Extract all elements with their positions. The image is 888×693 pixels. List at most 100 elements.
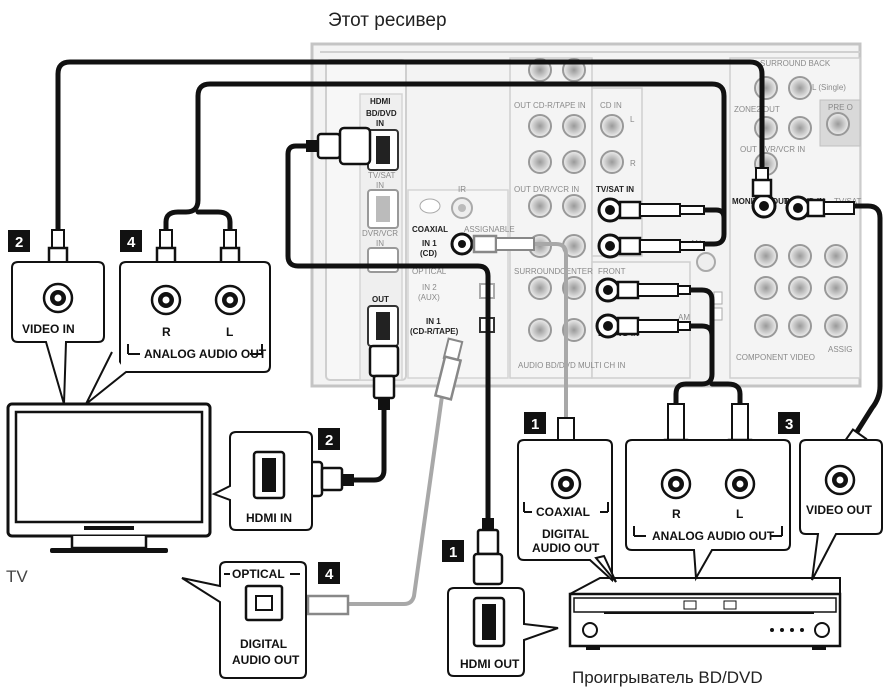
label-out-cd-r-tape: OUT CD-R/TAPE IN: [514, 101, 586, 110]
label-hdmi-out: HDMI OUT: [460, 657, 520, 671]
label-surround-back: SURROUND BACK: [760, 59, 831, 68]
label-player-l: L: [736, 507, 743, 521]
rca-jack: [595, 277, 621, 303]
hdmi-plug: [472, 518, 504, 586]
rca-jack: [724, 468, 756, 500]
rca-jack: [824, 464, 856, 496]
rca-plug: [616, 280, 691, 300]
badge-b3-video: 3: [778, 412, 800, 434]
hdmi-plug: [368, 344, 400, 410]
label-dvr-vcr: DVR/VCR: [362, 229, 398, 238]
tv-caption: TV: [6, 567, 28, 586]
badge-b1-coaxial-number: 1: [531, 416, 539, 433]
badge-b4-analog: 4: [120, 230, 142, 252]
callout-player-video-out: VIDEO OUT: [799, 439, 883, 581]
callout-tv-video-in: VIDEO IN: [11, 261, 105, 405]
label-surround: SURROUND: [514, 267, 560, 276]
label-l-cd: L: [630, 115, 635, 124]
rca-plug: [618, 236, 705, 256]
rca-plug: [472, 234, 535, 254]
hdmi-port: [252, 450, 286, 500]
hdmi-port: [472, 596, 506, 648]
label-tv-analog-audio-out: ANALOG AUDIO OUT: [144, 347, 267, 361]
label-hdmi: HDMI: [370, 97, 390, 106]
label-in1-opt: IN 1: [426, 317, 441, 326]
badge-b1-coaxial: 1: [524, 412, 546, 434]
label-l-single: L (Single): [812, 83, 846, 92]
label-bd-dvd-in: IN: [376, 119, 384, 128]
badge-b4-optical: 4: [318, 562, 340, 584]
label-coaxial: COAXIAL: [412, 225, 448, 234]
label-tv-l: L: [226, 325, 233, 339]
label-tv-audio-out: AUDIO OUT: [232, 653, 300, 667]
badge-b1-hdmi: 1: [442, 540, 464, 562]
label-tv-sat-in-audio: TV/SAT IN: [596, 185, 634, 194]
label-player-audio-out: AUDIO OUT: [532, 541, 600, 555]
label-hdmi-in: HDMI IN: [246, 511, 292, 525]
rca-plug: [751, 167, 773, 198]
rca-jack: [751, 193, 777, 219]
receiver-caption: Этот ресивер: [328, 10, 447, 31]
receiver-panel: HDMI BD/DVD IN TV/SAT IN DVR/VCR IN OUT …: [310, 42, 862, 388]
rca-jack: [660, 468, 692, 500]
label-ir: IR: [458, 185, 466, 194]
rca-plug: [155, 229, 177, 266]
cables: [55, 59, 883, 606]
label-out-dvr-vcr: OUT DVR/VCR IN: [514, 185, 579, 194]
rca-jack: [550, 468, 582, 500]
rca-plug: [219, 229, 241, 266]
label-in1: IN 1: [422, 239, 437, 248]
label-component-video: COMPONENT VIDEO: [736, 353, 815, 362]
label-optical: OPTICAL: [412, 267, 447, 276]
label-tv-r: R: [162, 325, 171, 339]
rca-jack: [451, 197, 473, 219]
rca-jack: [42, 282, 74, 314]
label-dvr-vcr-in: IN: [376, 239, 384, 248]
hdmi-port: [367, 305, 399, 347]
rca-jack: [785, 195, 811, 221]
rca-jack: [150, 284, 182, 316]
player-caption: Проигрыватель BD/DVD: [572, 668, 763, 687]
callout-player-analog-audio-out: R L ANALOG AUDIO OUT: [625, 439, 791, 582]
badge-b4-optical-number: 4: [325, 566, 334, 583]
label-assignable: ASSIGNABLE: [464, 225, 515, 234]
rca-plug: [47, 229, 69, 266]
hdmi-port: [367, 129, 399, 171]
rca-jack: [595, 313, 621, 339]
label-cd-r-tape: (CD-R/TAPE): [410, 327, 459, 336]
label-aux: (AUX): [418, 293, 440, 302]
callout-tv-hdmi-in: HDMI IN: [211, 431, 313, 531]
tv-set: [6, 402, 212, 553]
label-zone2-out: ZONE2 OUT: [734, 105, 780, 114]
label-tv-sat: TV/SAT: [368, 171, 396, 180]
rca-plug: [806, 198, 855, 218]
rca-jack-grid: [528, 58, 850, 342]
rca-plug: [618, 200, 705, 220]
badge-b4-analog-number: 4: [127, 234, 136, 251]
label-in2: IN 2: [422, 283, 437, 292]
label-coaxial: COAXIAL: [536, 505, 590, 519]
badge-b2-hdmi-number: 2: [325, 432, 333, 449]
label-hdmi-out: OUT: [372, 295, 389, 304]
callout-player-hdmi-out: HDMI OUT: [447, 587, 559, 677]
label-assign: ASSIG: [828, 345, 852, 354]
badge-b3-video-number: 3: [785, 416, 793, 433]
rca-jack: [597, 197, 623, 223]
label-am: AM: [678, 313, 690, 322]
badge-b2-video-number: 2: [15, 234, 23, 251]
label-video-in: VIDEO IN: [22, 322, 75, 336]
badge-b1-hdmi-number: 1: [449, 544, 457, 561]
rca-jack: [597, 233, 623, 259]
label-tv-sat-in: IN: [376, 181, 384, 190]
label-center: CENTER: [560, 267, 593, 276]
hdmi-plug: [306, 126, 372, 166]
label-player-digital: DIGITAL: [542, 527, 589, 541]
label-r-cd: R: [630, 159, 636, 168]
label-bd-dvd: BD/DVD: [366, 109, 397, 118]
rca-plug: [616, 316, 691, 336]
label-tv-digital: DIGITAL: [240, 637, 287, 651]
badge-b2-hdmi: 2: [318, 428, 340, 450]
bd-dvd-player: [568, 577, 842, 650]
